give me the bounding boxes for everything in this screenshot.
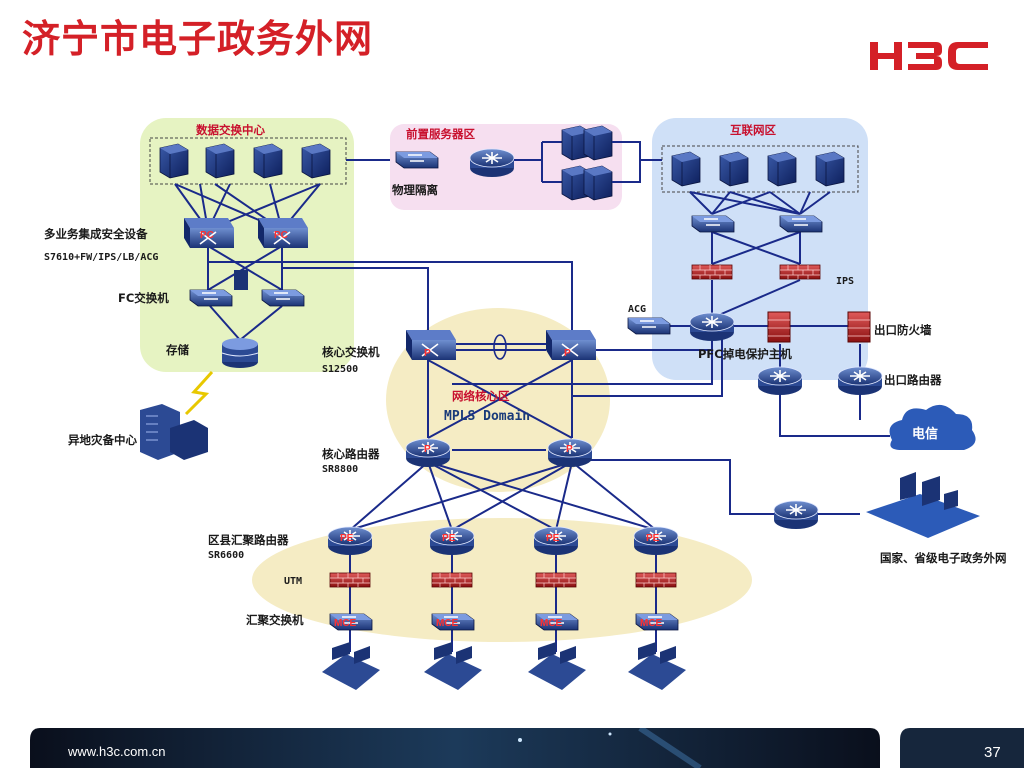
core-switch-1: P: [405, 329, 457, 361]
mce-switch-2: MCE: [431, 613, 475, 631]
multi-service-model: S7610+FW/IPS/LB/ACG: [44, 252, 158, 263]
disaster-label-1: 异地灾备中心: [68, 433, 137, 447]
mce-switch-4: MCE: [635, 613, 679, 631]
building-icon: [322, 642, 686, 690]
network-diagram: PC PC 多业务集成安全设备 S7610+FW/IPS/LB/ACG FC交换…: [44, 118, 1007, 690]
svg-text:MCE: MCE: [640, 618, 663, 629]
svg-text:MCE: MCE: [540, 618, 563, 629]
district-pe-2: PE: [429, 526, 475, 556]
multi-service-label: 多业务集成安全设备: [44, 227, 148, 241]
core-switch-2: P: [545, 329, 597, 361]
mce-switch-1: MCE: [329, 613, 373, 631]
core-router-2: P: [547, 438, 593, 468]
national-label: 国家、省级电子政务外网: [880, 551, 1007, 565]
slide-title: 济宁市电子政务外网: [22, 17, 374, 61]
svg-text:PE: PE: [442, 533, 456, 544]
core-switch-label: 核心交换机: [322, 345, 380, 359]
telecom-cloud: 电信: [889, 404, 976, 450]
agg-switch-label: 汇聚交换机: [246, 613, 304, 627]
svg-text:PE: PE: [646, 533, 660, 544]
svg-text:PC: PC: [274, 230, 288, 241]
multi-service-device-2: PC: [257, 217, 309, 249]
district-pe-4: PE: [633, 526, 679, 556]
ips-label: IPS: [836, 276, 854, 287]
svg-text:PE: PE: [340, 533, 354, 544]
svg-text:PC: PC: [200, 230, 214, 241]
zone-label-front: 前置服务器区: [406, 127, 475, 141]
district-router-label: 区县汇聚路由器: [208, 533, 289, 547]
svg-text:MCE: MCE: [334, 618, 357, 629]
footer-url[interactable]: www.h3c.com.cn: [68, 744, 166, 759]
exit-router-label: 出口路由器: [884, 373, 942, 387]
utm-label: UTM: [284, 576, 302, 587]
zone-label-internet: 互联网区: [730, 123, 776, 137]
storage-icon: [221, 338, 259, 368]
district-pe-1: PE: [327, 526, 373, 556]
physical-isolation-icon: [395, 151, 439, 169]
core-router-label: 核心路由器: [322, 447, 380, 461]
exit-firewall-label: 出口防火墙: [874, 323, 932, 337]
svg-text:P: P: [564, 348, 571, 359]
core-switch-model: S12500: [322, 364, 358, 375]
fc-switch-label: FC交换机: [118, 291, 169, 305]
footer-bar: [30, 728, 1024, 768]
svg-text:P: P: [566, 444, 573, 455]
core-zone-label: 网络核心区: [452, 389, 510, 403]
disaster-center-icon: [140, 404, 208, 460]
svg-text:P: P: [424, 348, 431, 359]
h3c-logo: [870, 42, 988, 70]
core-router-1: P: [405, 438, 451, 468]
zone-district: [252, 518, 752, 642]
national-network-icon: [866, 472, 980, 538]
zone-label-data-exchange: 数据交换中心: [196, 123, 265, 137]
storage-label: 存储: [166, 343, 189, 357]
core-router-model: SR8800: [322, 464, 358, 475]
mce-switch-3: MCE: [535, 613, 579, 631]
district-router-model: SR6600: [208, 550, 244, 561]
svg-text:MCE: MCE: [436, 618, 459, 629]
district-pe-3: PE: [533, 526, 579, 556]
physical-isolation-label: 物理隔离: [392, 183, 438, 197]
svg-text:P: P: [424, 444, 431, 455]
exit-firewall-2: [847, 311, 871, 343]
pfc-label: PFC掉电保护主机: [698, 347, 792, 361]
page-number: 37: [984, 744, 1001, 761]
exit-firewall-1: [767, 311, 791, 343]
svg-text:PE: PE: [546, 533, 560, 544]
acg-label: ACG: [628, 304, 646, 315]
svg-text:电信: 电信: [912, 426, 938, 442]
multi-service-device-1: PC: [183, 217, 235, 249]
zone-data-exchange: [140, 118, 354, 372]
mpls-domain-label: MPLS Domain: [444, 409, 530, 424]
